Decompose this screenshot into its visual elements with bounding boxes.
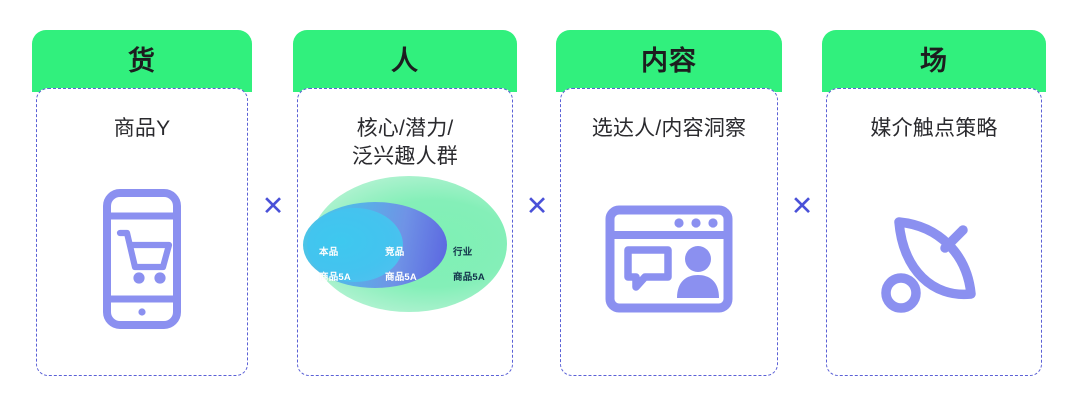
separator-multiply-2: ✕: [525, 191, 549, 222]
card-goods-header: 货: [32, 30, 252, 92]
card-content-header-title: 内容: [641, 45, 697, 76]
separator-multiply-3: ✕: [790, 191, 814, 222]
card-people-body: 核心/潜力/ 泛兴趣人群 本品 商品5A 竞品 商品5A 行业: [297, 88, 513, 376]
card-people-caption: 核心/潜力/ 泛兴趣人群: [352, 117, 458, 168]
card-people-header: 人: [293, 30, 517, 92]
card-content[interactable]: 内容 选达人/内容洞察: [556, 30, 782, 376]
venn-diagram: 本品 商品5A 竞品 商品5A 行业 商品5A: [303, 176, 507, 313]
venn-label-industry: 行业 商品5A: [453, 234, 485, 284]
separator-multiply-1: ✕: [261, 191, 285, 222]
card-content-caption: 选达人/内容洞察: [591, 117, 747, 140]
card-scene-header-title: 场: [920, 45, 948, 76]
venn-ellipse-own: [307, 208, 403, 283]
mobile-shopping-cart-icon: [103, 188, 181, 329]
card-content-body: 选达人/内容洞察: [560, 88, 778, 376]
card-content-visual: [561, 143, 777, 375]
card-goods-caption: 商品Y: [113, 117, 171, 140]
card-scene-visual: [827, 143, 1041, 375]
card-scene-body: 媒介触点策略: [826, 88, 1042, 376]
card-scene-header: 场: [822, 30, 1046, 92]
satellite-dish-icon: [879, 200, 989, 318]
card-goods-header-title: 货: [128, 45, 156, 76]
venn-label-competitor-line2: 商品5A: [385, 272, 417, 284]
card-goods-visual: [37, 143, 247, 375]
card-content-header: 内容: [556, 30, 782, 92]
card-people[interactable]: 人 核心/潜力/ 泛兴趣人群 本品 商品5A 竞品 商品5A: [293, 30, 517, 376]
card-goods-body: 商品Y: [36, 88, 248, 376]
venn-label-industry-line2: 商品5A: [453, 272, 485, 284]
card-scene[interactable]: 场 媒介触点策略: [822, 30, 1046, 376]
card-goods[interactable]: 货 商品Y: [32, 30, 252, 376]
venn-label-industry-line1: 行业: [453, 246, 473, 258]
venn-label-own: 本品 商品5A: [319, 234, 351, 284]
venn-label-competitor-line1: 竞品: [385, 246, 405, 258]
browser-chat-person-icon: [605, 205, 733, 313]
venn-label-own-line1: 本品: [319, 246, 339, 258]
card-scene-caption: 媒介触点策略: [870, 117, 998, 140]
card-people-visual: 本品 商品5A 竞品 商品5A 行业 商品5A: [298, 170, 512, 375]
venn-label-own-line2: 商品5A: [319, 272, 351, 284]
venn-label-competitor: 竞品 商品5A: [385, 234, 417, 284]
card-people-header-title: 人: [391, 45, 419, 76]
